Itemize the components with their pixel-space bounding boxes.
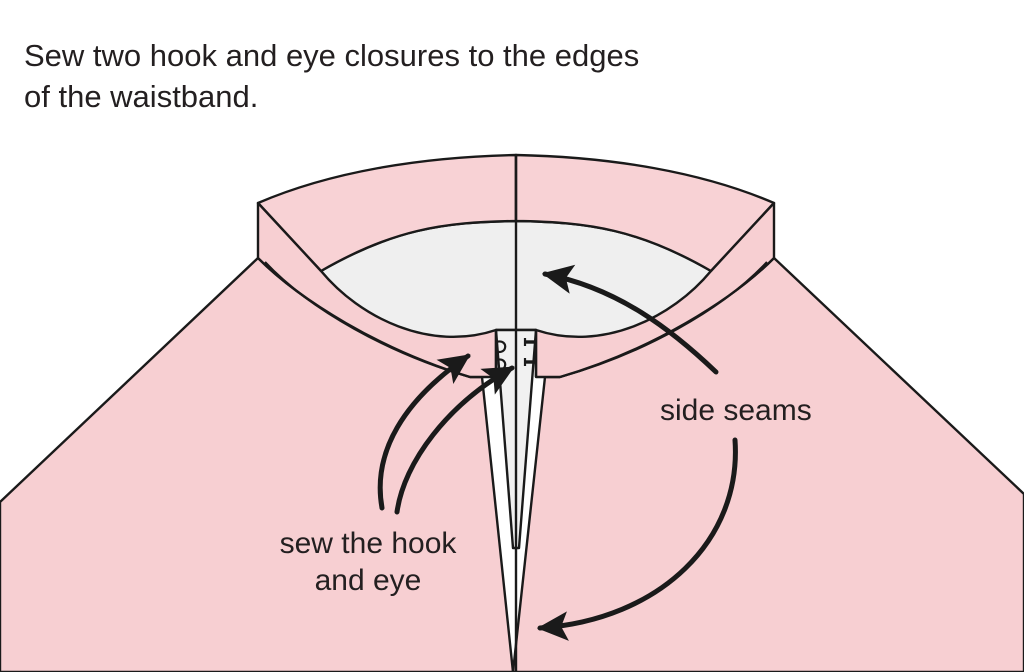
caption-line-1: Sew two hook and eye closures to the edg…: [24, 38, 639, 73]
arrow-to-center-seam-lower: [537, 437, 738, 641]
sew-hook-label-line-1: sew the hook: [280, 527, 458, 560]
annotation-arrows: [377, 264, 738, 641]
arrow-to-eye: [377, 353, 471, 511]
eye-loop-1: [495, 340, 507, 354]
caption-block: Sew two hook and eye closures to the edg…: [24, 38, 639, 114]
caption-line-2: of the waistband.: [24, 79, 258, 114]
arrow-to-side-seam-upper: [542, 264, 719, 375]
side-seams-label: side seams: [660, 394, 812, 427]
garment-group: [0, 153, 1024, 672]
sew-hook-label-line-2: and eye: [315, 564, 422, 597]
waistband-seam-line-right: [559, 261, 768, 379]
label-sew-hook-and-eye: sew the hook and eye: [280, 527, 458, 597]
hook-closures-group: [523, 338, 536, 366]
arrow-to-hook: [394, 365, 515, 515]
